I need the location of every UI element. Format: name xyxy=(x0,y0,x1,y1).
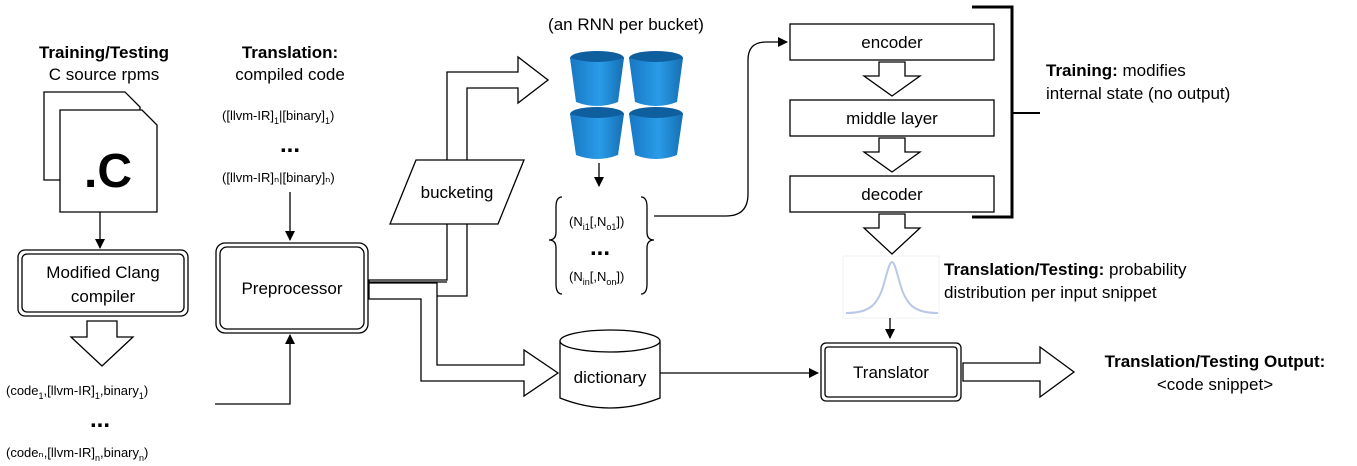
decoder-to-distribution-arrow xyxy=(862,213,922,255)
decoder-box: decoder xyxy=(789,175,995,213)
compiled-output-ellipsis: ... xyxy=(90,406,110,433)
compiler-label-line2: compiler xyxy=(71,287,136,306)
bucket-icon xyxy=(629,107,683,159)
compiled-output-last: (codeₙ,[llvm-IR]n,binaryn) xyxy=(6,445,148,463)
bucketing-label: bucketing xyxy=(421,183,494,202)
tuples-to-encoder-arrow xyxy=(654,37,788,217)
dictionary-label: dictionary xyxy=(574,368,647,387)
c-file-icon: .C xyxy=(43,91,158,213)
middle-to-decoder-arrow xyxy=(861,137,923,173)
testing-note-line1: Translation/Testing: probability xyxy=(944,260,1187,279)
training-note-line1: Training: modifies xyxy=(1046,61,1186,80)
translator-output-arrow xyxy=(962,345,1076,399)
decoder-label: decoder xyxy=(861,185,923,204)
source-heading: Training/Testing xyxy=(39,43,169,62)
dictionary-cylinder: dictionary xyxy=(559,329,661,409)
c-file-glyph: .C xyxy=(84,145,132,198)
bell-curve-icon xyxy=(842,255,940,319)
middle-layer-label: middle layer xyxy=(846,109,938,128)
training-note-line2: internal state (no output) xyxy=(1046,84,1230,103)
encoder-box: encoder xyxy=(789,23,995,61)
preprocessor-box: Preprocessor xyxy=(215,242,369,334)
output-subheading: <code snippet> xyxy=(1157,375,1273,394)
middle-layer-box: middle layer xyxy=(789,99,995,137)
translation-heading: Translation: xyxy=(242,43,338,62)
bucket-tuples: (Ni1[,No1]) ... (Nin[,Non]) xyxy=(548,196,655,295)
tuple-first: (Ni1[,No1]) xyxy=(569,214,624,232)
compiled-output-first: (code1,[llvm-IR]1,binary1) xyxy=(6,383,148,401)
compiler-box: Modified Clang compiler xyxy=(17,249,189,317)
tuple-last: (Nin[,Non]) xyxy=(569,269,624,287)
compiler-label-line1: Modified Clang xyxy=(46,263,159,282)
compiler-output-arrow xyxy=(69,320,135,367)
output-heading: Translation/Testing Output: xyxy=(1105,352,1326,371)
bucketing-shape: bucketing xyxy=(389,159,525,225)
source-subheading: C source rpms xyxy=(49,65,160,84)
encoder-to-middle-arrow xyxy=(861,61,923,97)
buckets-group xyxy=(570,51,683,159)
translation-subheading: compiled code xyxy=(235,65,345,84)
translator-label: Translator xyxy=(853,363,929,382)
bucket-icon xyxy=(629,51,683,106)
bucket-icon xyxy=(570,107,624,159)
testing-note-line2: distribution per input snippet xyxy=(944,283,1157,302)
buckets-caption: (an RNN per bucket) xyxy=(548,15,704,34)
compiled-to-preprocessor-arrow xyxy=(215,334,295,405)
translation-last: ([llvm-IR]ₙ|[binary]ₙ) xyxy=(222,170,335,185)
preprocessor-label: Preprocessor xyxy=(241,279,342,298)
translator-box: Translator xyxy=(820,342,962,402)
translation-first: ([llvm-IR]1|[binary]1) xyxy=(222,108,334,126)
bucket-icon xyxy=(570,51,624,106)
encoder-label: encoder xyxy=(861,33,923,52)
preprocessor-to-dictionary-arrow xyxy=(368,282,560,398)
tuple-ellipsis: ... xyxy=(590,234,610,261)
translation-ellipsis: ... xyxy=(280,131,300,158)
